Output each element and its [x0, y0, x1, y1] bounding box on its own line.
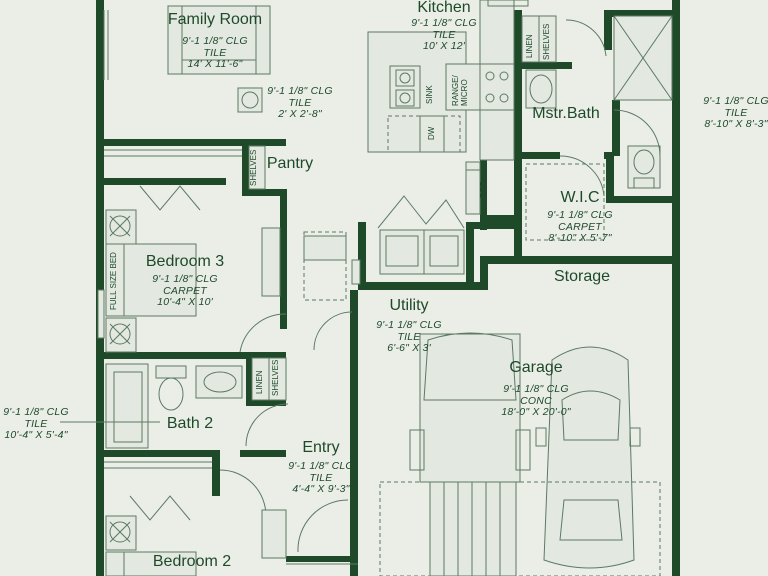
kitchen-floor: TILE: [432, 28, 456, 41]
wic-ceiling: 9'-1 1/8" CLG: [547, 209, 613, 221]
shelves-mid-label: SHELVES: [271, 359, 280, 396]
garage-floor: CONC: [520, 394, 552, 407]
utility-label: Utility: [389, 297, 429, 314]
wic-floor: CARPET: [558, 220, 602, 233]
sink-label: SINK: [425, 85, 434, 104]
bath2-specs: 9'-1 1/8" CLG TILE 10'-4" X 5'-4": [3, 406, 69, 442]
bath2-label: Bath 2: [166, 415, 214, 432]
pantry-ceiling: 9'-1 1/8" CLG: [267, 85, 333, 97]
garage-specs: 9'-1 1/8" CLG CONC 18'-0" X 20'-0": [501, 383, 571, 419]
fixtures: [60, 0, 673, 576]
pantry-shelves-label: SHELVES: [249, 149, 258, 186]
pantry-label: Pantry: [266, 155, 314, 172]
linen-top-label: LINEN: [525, 34, 534, 58]
bedroom3-floor: CARPET: [163, 284, 207, 297]
utility-ceiling: 9'-1 1/8" CLG: [376, 319, 442, 331]
full-size-bed-label: FULL SIZE BED: [109, 252, 118, 310]
family-room-specs: 9'-1 1/8" CLG TILE 14' X 11'-6": [182, 35, 248, 71]
walls: [96, 0, 680, 576]
entry-specs: 9'-1 1/8" CLG TILE 4'-4" X 9'-3": [288, 460, 354, 496]
mstr-bath-floor: TILE: [724, 106, 748, 119]
pantry-floor: TILE: [288, 96, 312, 109]
storage-label: Storage: [553, 268, 611, 285]
family-room-ceiling: 9'-1 1/8" CLG: [182, 35, 248, 47]
range-micro-label: RANGE/ MICRO: [451, 75, 469, 106]
pantry-specs: 9'-1 1/8" CLG TILE 2' X 2'-8": [267, 85, 333, 121]
mstr-bath-label: Mstr.Bath: [532, 105, 600, 122]
garage-size: 18'-0" X 20'-0": [501, 406, 571, 418]
mstr-bath-specs: 9'-1 1/8" CLG TILE 8'-10" X 8'-3": [703, 95, 768, 131]
bath2-size: 10'-4" X 5'-4": [4, 429, 68, 441]
shelves-top-label: SHELVES: [542, 23, 551, 60]
bedroom2-label: Bedroom 2: [152, 553, 232, 570]
utility-floor: TILE: [397, 330, 421, 343]
dw-label: DW: [427, 126, 436, 140]
kitchen-specs: 9'-1 1/8" CLG TILE 10' X 12': [411, 17, 477, 53]
bath2-floor: TILE: [24, 417, 48, 430]
wic-label: W.I.C: [560, 189, 600, 206]
bedroom3-size: 10'-4" X 10': [157, 296, 213, 308]
kitchen-ceiling: 9'-1 1/8" CLG: [411, 17, 477, 29]
bedroom3-ceiling: 9'-1 1/8" CLG: [152, 273, 218, 285]
bedroom3-specs: 9'-1 1/8" CLG CARPET 10'-4" X 10': [152, 273, 218, 309]
kitchen-label: Kitchen: [417, 0, 471, 16]
linen-mid-label: LINEN: [255, 370, 264, 394]
wic-size: 8'-10" X 5'-7": [548, 232, 612, 244]
entry-label: Entry: [302, 439, 340, 456]
wic-specs: 9'-1 1/8" CLG CARPET 8'-10" X 5'-7": [547, 209, 613, 245]
garage-ceiling: 9'-1 1/8" CLG: [503, 383, 569, 395]
mstr-bath-size: 8'-10" X 8'-3": [704, 118, 768, 130]
ref-label: REF: [479, 182, 488, 198]
family-room-size: 14' X 11'-6": [187, 58, 243, 70]
pantry-size: 2' X 2'-8": [278, 108, 322, 120]
garage-label: Garage: [509, 359, 563, 376]
mstr-bath-ceiling: 9'-1 1/8" CLG: [703, 95, 768, 107]
family-room-label: Family Room: [167, 11, 263, 28]
entry-size: 4'-4" X 9'-3": [292, 483, 350, 495]
family-room-floor: TILE: [203, 46, 227, 59]
utility-specs: 9'-1 1/8" CLG TILE 6'-6" X 3': [376, 319, 442, 355]
bedroom3-label: Bedroom 3: [145, 253, 225, 270]
entry-ceiling: 9'-1 1/8" CLG: [288, 460, 354, 472]
utility-size: 6'-6" X 3': [387, 342, 431, 354]
entry-floor: TILE: [309, 471, 333, 484]
kitchen-size: 10' X 12': [422, 40, 465, 52]
bath2-ceiling: 9'-1 1/8" CLG: [3, 406, 69, 418]
